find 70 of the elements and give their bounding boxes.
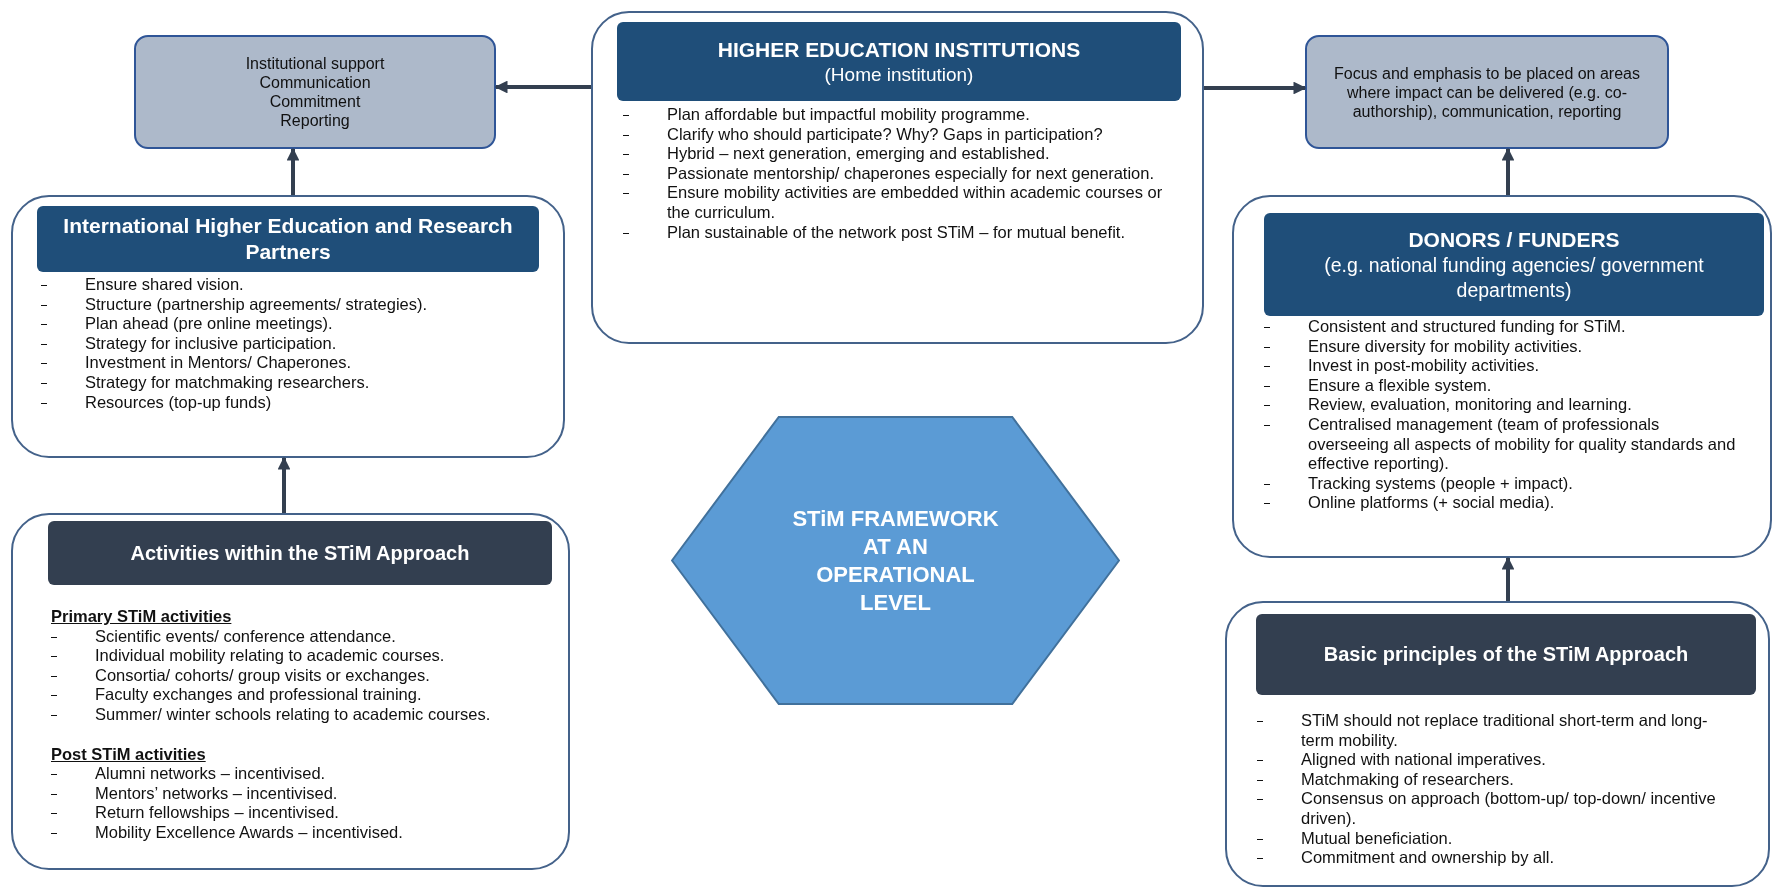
- bullet-text: Strategy for matchmaking researchers.: [41, 372, 551, 393]
- bullet-text: Resources (top-up funds): [41, 392, 551, 413]
- group-panel: [1232, 195, 1772, 558]
- hexagon-label: STiM FRAMEWORK AT AN OPERATIONAL LEVEL: [791, 504, 1000, 617]
- group-panel: [1225, 601, 1770, 887]
- header-band: [1264, 213, 1764, 316]
- arrow: [286, 147, 300, 195]
- bullet-text: Consistent and structured funding for STiM.: [1264, 317, 1744, 337]
- bullet-text: Strategy for inclusive participation.: [41, 333, 551, 354]
- header-band: [37, 206, 539, 272]
- bullet-text: Summer/ winter schools relating to academic courses.: [51, 704, 561, 725]
- bullet-text: Ensure shared vision.: [41, 275, 551, 295]
- header-text: (Home institution): [824, 62, 974, 87]
- bullet-text: Consensus on approach (bottom-up/ top-down/ incentive driven).: [1257, 789, 1737, 829]
- bullet-text: Ensure diversity for mobility activities.: [1264, 336, 1744, 357]
- bullet-text: Structure (partnership agreements/ strategies).: [41, 294, 551, 315]
- group-panel: [591, 11, 1204, 344]
- bullet-text: Centralised management (team of professionals overseeing all aspects of mobility for quality standards and effective reporting).: [1264, 414, 1744, 474]
- hexagon: [671, 416, 1120, 705]
- arrow: [277, 456, 291, 513]
- note-box: [134, 35, 496, 149]
- bullet-text: Aligned with national imperatives.: [1257, 750, 1737, 770]
- bullet-text: Scientific events/ conference attendance.: [51, 626, 561, 647]
- bullet-text: Plan affordable but impactful mobility programme.: [623, 105, 1168, 125]
- bullet-text: Passionate mentorship/ chaperones especially for next generation.: [623, 163, 1168, 184]
- bullet-text: Plan sustainable of the network post STiM – for mutual benefit.: [623, 222, 1168, 243]
- bullet-text: Mentors’ networks – incentivised.: [51, 783, 561, 804]
- group-panel: [11, 195, 565, 458]
- header-band: [617, 22, 1181, 101]
- header-text: (e.g. national funding agencies/ government departments): [1323, 253, 1705, 302]
- note-text: Commitment: [269, 92, 361, 111]
- header-text: HIGHER EDUCATION INSTITUTIONS: [717, 36, 1081, 63]
- header-text: DONORS / FUNDERS: [1408, 227, 1620, 253]
- bullet-text: Clarify who should participate? Why? Gaps in participation?: [623, 124, 1168, 145]
- subheading: Post STiM activities: [51, 744, 207, 765]
- note-text: Institutional support: [245, 54, 385, 73]
- bullet-text: Ensure mobility activities are embedded within academic courses or the curriculum.: [623, 183, 1168, 223]
- bullet-text: Faculty exchanges and professional training.: [51, 685, 561, 705]
- arrow: [1501, 556, 1515, 601]
- bullet-text: Return fellowships – incentivised.: [51, 803, 561, 823]
- bullet-text: Tracking systems (people + impact).: [1264, 473, 1744, 494]
- header-text: Activities within the STiM Approach: [130, 540, 470, 566]
- header-text: Basic principles of the STiM Approach: [1323, 642, 1689, 667]
- bullet-text: Investment in Mentors/ Chaperones.: [41, 353, 551, 373]
- note-text: Communication: [259, 73, 371, 92]
- bullet-text: Alumni networks – incentivised.: [51, 764, 561, 784]
- arrow: [494, 80, 591, 94]
- bullet-text: Plan ahead (pre online meetings).: [41, 314, 551, 334]
- header-band: [1256, 614, 1756, 695]
- note-text: Focus and emphasis to be placed on areas where impact can be delivered (e.g. co-authorship), communication, reporting: [1333, 63, 1641, 121]
- bullet-text: Consortia/ cohorts/ group visits or exchanges.: [51, 665, 561, 686]
- bullet-text: Ensure a flexible system.: [1264, 375, 1744, 396]
- bullet-text: STiM should not replace traditional short-term and long-term mobility.: [1257, 711, 1737, 751]
- bullet-text: Mobility Excellence Awards – incentivised.: [51, 822, 561, 843]
- bullet-text: Hybrid – next generation, emerging and established.: [623, 144, 1168, 164]
- note-box: [1305, 35, 1669, 149]
- bullet-text: Mutual beneficiation.: [1257, 828, 1737, 849]
- bullet-text: Commitment and ownership by all.: [1257, 848, 1737, 868]
- note-text: Reporting: [280, 111, 350, 130]
- bullet-text: Review, evaluation, monitoring and learning.: [1264, 395, 1744, 415]
- bullet-text: Individual mobility relating to academic courses.: [51, 646, 561, 666]
- bullet-text: Matchmaking of researchers.: [1257, 769, 1737, 790]
- arrow: [1501, 147, 1515, 195]
- arrow: [1204, 81, 1307, 95]
- header-text: International Higher Education and Research Partners: [62, 212, 514, 265]
- group-panel: [11, 513, 570, 870]
- subheading: Primary STiM activities: [51, 607, 233, 627]
- header-band: [48, 521, 552, 585]
- bullet-text: Online platforms (+ social media).: [1264, 493, 1744, 513]
- bullet-text: Invest in post-mobility activities.: [1264, 356, 1744, 376]
